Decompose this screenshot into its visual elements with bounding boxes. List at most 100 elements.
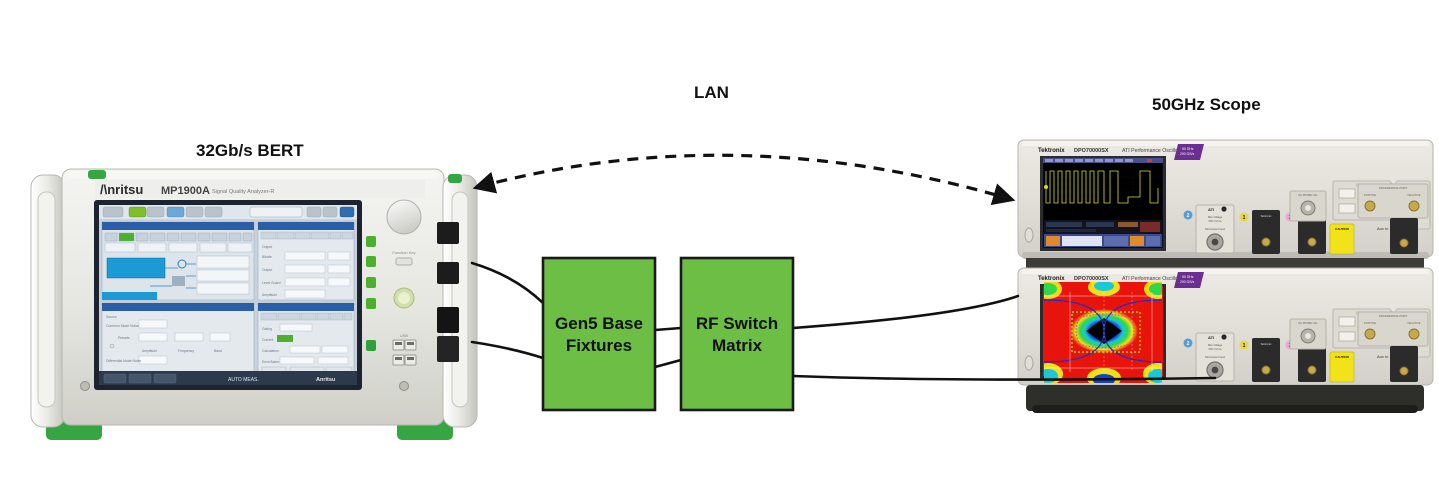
scope-top-diff-pos-connector[interactable] — [1364, 200, 1376, 212]
scope-bottom-ati-label: ATI — [1208, 335, 1214, 340]
block-rf-switch-matrix[interactable] — [679, 256, 795, 412]
svg-text:Gating: Gating — [262, 327, 272, 331]
scope-top-waveform — [1044, 163, 1162, 220]
scope-bottom-power-button[interactable] — [1024, 355, 1034, 371]
scope-top-caution-label — [1329, 223, 1355, 255]
bert-ground-terminal-left — [80, 381, 90, 391]
bert-panel-jitter[interactable] — [101, 221, 255, 301]
label-lan: LAN — [694, 83, 729, 102]
scope-top-caution-text: CAUTION — [1335, 227, 1349, 231]
bert-function-key[interactable] — [395, 257, 413, 266]
bert-statusbar-buttons[interactable] — [103, 373, 177, 384]
bert-front-controls[interactable]: Function Key USB — [80, 199, 422, 391]
bert-module-slots[interactable] — [437, 222, 459, 362]
scope-top-ati-panel — [1195, 204, 1235, 254]
scope-top-power-button[interactable] — [1024, 227, 1034, 243]
scope-bottom-diff-neg-connector[interactable] — [1408, 328, 1420, 340]
scope-bottom-eye-diagram — [1044, 282, 1162, 383]
scope-bottom-instrument[interactable]: Tektronix DPO70000SX ATI Performance Osc… — [1017, 258, 1434, 413]
scope-bottom-badge — [1174, 272, 1204, 288]
scope-top-badge — [1174, 144, 1204, 160]
scope-top-instrument[interactable]: Tektronix DPO70000SX ATI Performance Osc… — [1017, 139, 1434, 259]
scope-top-diff-neg-connector[interactable] — [1408, 200, 1420, 212]
scope-top-ati-label: ATI — [1208, 207, 1214, 212]
lan-dashed-arrow — [472, 153, 1016, 206]
scope-top-module-aux[interactable] — [1390, 218, 1418, 254]
scope-top-menubar-items — [1045, 159, 1152, 162]
svg-text:Differential Mode Noise: Differential Mode Noise — [106, 359, 141, 363]
bert-brand-strip — [95, 180, 425, 198]
bert-instrument[interactable]: /\nritsu MP1900A Signal Quality Analyzer… — [30, 168, 478, 440]
scope-top-module-1[interactable] — [1252, 210, 1280, 254]
svg-text:Common Mode Noise: Common Mode Noise — [106, 324, 139, 328]
scope-top-channel-2-badge — [1183, 210, 1193, 220]
process-blocks[interactable] — [541, 256, 795, 412]
svg-text:Error/Alarm: Error/Alarm — [262, 360, 280, 364]
scope-top-bottom-shadow — [1022, 252, 1429, 259]
line-switch-to-scope-bottom — [791, 374, 1217, 381]
block-label-gen5-line2: Fixtures — [565, 335, 633, 355]
scope-top-subtitle: ATI Performance Oscilloscope — [1122, 148, 1192, 154]
bert-usb-label: USB — [400, 333, 409, 338]
block-label-gen5-line1: Gen5 Base — [555, 314, 643, 333]
scope-bottom-caution-text: CAUTION — [1335, 355, 1349, 359]
bert-usb-ports[interactable] — [392, 339, 417, 366]
svg-text:Amplitude: Amplitude — [142, 349, 157, 353]
scope-bottom-channel-2-text: 2 — [1187, 341, 1190, 347]
scope-bottom-diff-neg: NEGATIVE — [1408, 321, 1421, 325]
scope-bottom-channel-1-badge — [1239, 340, 1249, 350]
line-fixtures-to-switch-lower — [653, 358, 683, 369]
line-fixtures-to-switch-upper — [653, 326, 683, 332]
bert-toolbar-buttons[interactable] — [102, 206, 355, 218]
bert-function-key-label: Function Key — [392, 250, 415, 255]
svg-text:Presets: Presets — [118, 336, 130, 340]
bert-subtitle-text: Signal Quality Analyzer-R — [212, 189, 274, 195]
scope-top-readouts — [1046, 222, 1160, 232]
block-label-gen5-base-fixtures: Gen5 Base Fixtures — [543, 313, 655, 357]
scope-bottom-foot-rail — [1026, 385, 1424, 411]
scope-top-brand: Tektronix — [1038, 148, 1065, 154]
scope-top-badge-line1: 50 GHz — [1182, 147, 1194, 151]
scope-top-diff-neg: NEGATIVE — [1408, 193, 1421, 197]
scope-top-badge-line2: 200 GS/s — [1180, 152, 1194, 156]
scope-bottom-top-rail — [1022, 269, 1429, 274]
scope-top-channel-1-badge — [1239, 212, 1249, 222]
scope-top-dcprobe-label: DC PROBE CAL — [1298, 193, 1318, 197]
scope-bottom-diffport-label: DIFFERENTIAL PORT — [1379, 314, 1408, 318]
bert-handle-bar-left — [37, 191, 56, 408]
scope-bottom-ati-sub: Max Voltage — [1208, 343, 1223, 347]
scope-top-controlpanel-widgets — [1046, 236, 1160, 246]
bert-ground-terminal[interactable] — [399, 381, 409, 391]
svg-text:Amplitude: Amplitude — [262, 293, 277, 297]
scope-bottom-dcprobe-label: DC PROBE CAL — [1298, 321, 1318, 325]
block-gen5-base-fixtures[interactable] — [541, 256, 657, 412]
scope-top-controlpanel[interactable] — [1044, 234, 1162, 247]
svg-text:Band: Band — [214, 349, 222, 353]
block-label-rf-line1: RF Switch — [695, 314, 779, 333]
bert-side-indicators — [366, 236, 376, 351]
svg-text:Tektronix: Tektronix — [1260, 342, 1272, 346]
scope-top-ati-sub3: TekConnect Input — [1205, 227, 1225, 231]
scope-bottom-module-1[interactable] — [1252, 338, 1280, 382]
scope-bottom-ati-panel — [1195, 332, 1235, 382]
bert-screen-brand: Anritsu — [316, 377, 335, 383]
scope-top-diff-pos: POSITIVE — [1364, 193, 1376, 197]
scope-top-channel-2-text: 2 — [1187, 213, 1190, 219]
scope-top-channel-1-text: 1 — [1243, 215, 1246, 221]
bert-status-text: AUTO MEAS. — [228, 377, 259, 383]
scope-top-ati-sub2: 300 mVrms — [1208, 219, 1222, 223]
bert-accent-green-top — [88, 170, 106, 179]
bert-rotary-knob[interactable] — [386, 199, 422, 235]
svg-text:Frequency: Frequency — [178, 349, 194, 353]
bert-brand-text: /\nritsu — [100, 182, 143, 197]
scope-bottom-module-aux[interactable] — [1390, 346, 1418, 382]
connection-lines — [470, 261, 1217, 381]
scope-bottom-diff-pos-connector[interactable] — [1364, 328, 1376, 340]
svg-text:Tektronix: Tektronix — [1260, 214, 1272, 218]
scope-bottom-ati-sub2: 300 mVrms — [1208, 347, 1222, 351]
